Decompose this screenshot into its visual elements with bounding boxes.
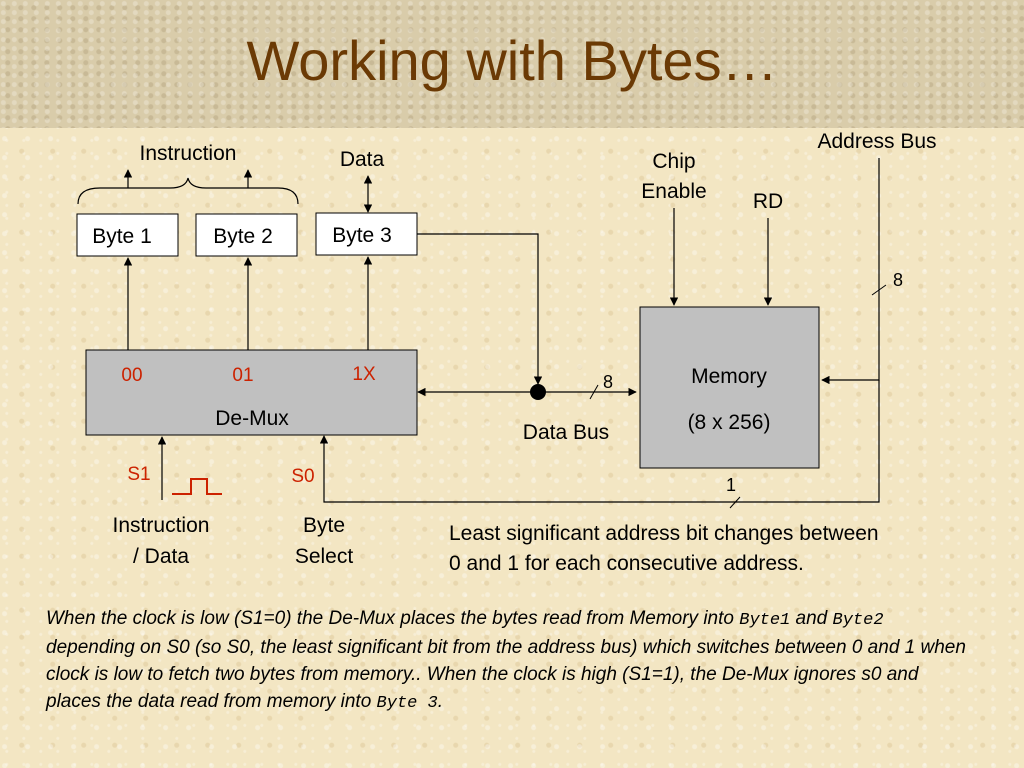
byte2-box — [195, 213, 298, 257]
caption-paragraph: When the clock is low (S1=0) the De-Mux … — [46, 605, 976, 717]
caption-code-byte2: Byte2 — [832, 611, 884, 630]
byte-select-line2: Select — [295, 545, 354, 568]
byte3-label: Byte 3 — [332, 224, 392, 247]
data-bus-width: 8 — [603, 372, 613, 392]
caption-text-1: When the clock is low (S1=0) the De-Mux … — [46, 608, 740, 629]
memory-size: (8 x 256) — [688, 411, 771, 434]
byte1-box — [76, 213, 179, 257]
title-band — [0, 0, 1024, 128]
memory-box — [639, 306, 820, 469]
chip-enable-line2: Enable — [641, 180, 706, 203]
clock-pulse-icon — [172, 478, 222, 495]
s0-label: S0 — [291, 466, 314, 487]
instruction-data-line2: / Data — [133, 545, 189, 568]
demux-box — [85, 349, 418, 436]
demux-output-00: 00 — [121, 365, 142, 386]
data-bus-label: Data Bus — [523, 421, 609, 444]
data-label: Data — [340, 148, 385, 171]
lsb-note-line2: 0 and 1 for each consecutive address. — [449, 552, 804, 575]
caption-text-3: depending on S0 (so S0, the least signif… — [46, 637, 966, 712]
instruction-label: Instruction — [140, 142, 237, 165]
rd-label: RD — [753, 190, 783, 213]
instruction-data-line1: Instruction — [113, 514, 210, 537]
lsb-width: 1 — [726, 475, 736, 495]
chip-enable-line1: Chip — [652, 150, 695, 173]
byte3-box — [315, 212, 418, 256]
byte1-label: Byte 1 — [92, 225, 152, 248]
caption-code-byte3: Byte 3 — [376, 694, 438, 713]
byte2-label: Byte 2 — [213, 225, 273, 248]
s1-label: S1 — [127, 464, 150, 485]
demux-output-01: 01 — [232, 365, 253, 386]
demux-output-1x: 1X — [352, 364, 376, 385]
caption-text-2: and — [790, 608, 833, 629]
byte-select-line1: Byte — [303, 514, 345, 537]
caption-text-4: . — [437, 691, 444, 712]
caption-code-byte1: Byte1 — [739, 611, 791, 630]
address-bus-label: Address Bus — [817, 130, 936, 153]
demux-label: De-Mux — [215, 407, 289, 430]
data-bus-node — [530, 384, 546, 400]
slide-title: Working with Bytes… — [246, 29, 778, 92]
instruction-brace — [77, 177, 299, 205]
address-bus-width: 8 — [893, 270, 903, 290]
memory-label: Memory — [691, 365, 767, 388]
lsb-note-line1: Least significant address bit changes be… — [449, 522, 879, 545]
